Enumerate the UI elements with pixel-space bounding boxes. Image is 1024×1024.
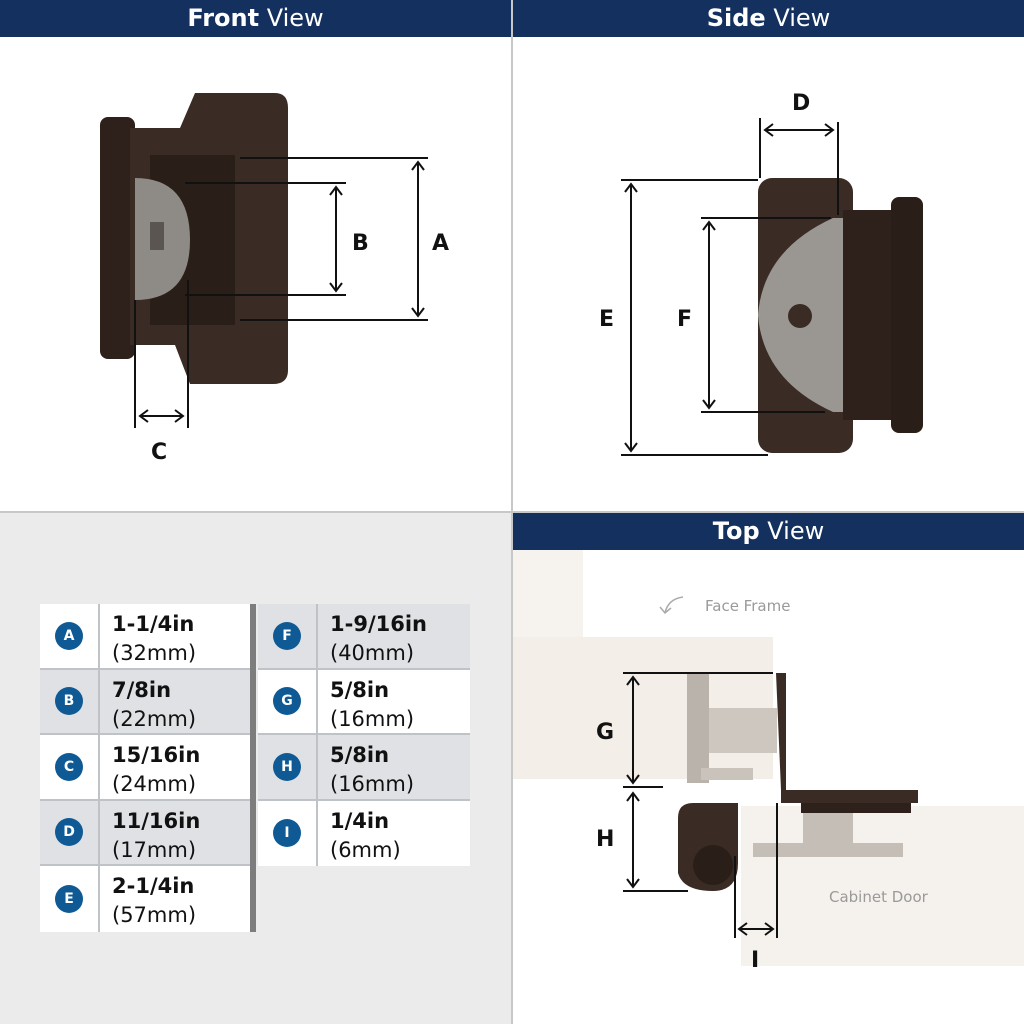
imperial-value: 5/8in [330,743,390,767]
cam-pin [788,304,812,328]
badge-i: I [273,819,301,848]
imperial-value: 7/8in [112,677,172,702]
badge-a: A [55,621,83,650]
metric-value: (22mm) [112,706,197,731]
header-light: View [773,4,831,32]
dimensions-table-left: A 1-1/4in (32mm) B 7/8in (22mm) C 15/16in (24m… [40,604,250,932]
imperial-value: 2-1/4in [112,874,195,898]
header-bold: Top [712,517,760,545]
hinge-barrel [693,845,733,885]
dimension-row-b: B 7/8in (22mm) [40,669,250,735]
metric-value: (17mm) [112,837,197,862]
hinge-knuckle [891,197,923,433]
label-g: G [596,720,614,745]
metric-value: (57mm) [112,903,197,927]
dimension-row-e: E 2-1/4in (57mm) [40,866,250,932]
door-leaf [801,803,911,813]
cabinet-door-label: Cabinet Door [829,888,929,906]
metric-value: (40mm) [330,641,415,665]
label-b: B [352,231,369,256]
label-a: A [432,231,449,256]
imperial-value: 1-1/4in [112,612,195,636]
dimension-row-h: H 5/8in (16mm) [258,735,470,801]
label-h: H [596,827,614,852]
header-light: View [266,4,324,32]
top-view-drawing: Face Frame Cabinet Door G H I [513,550,1024,973]
table-separator [250,604,256,932]
header-bold: Side [706,4,766,32]
metric-value: (6mm) [330,837,401,862]
label-c: C [151,440,167,465]
front-view-drawing: A B C [100,93,449,465]
metric-value: (24mm) [112,772,197,796]
imperial-value: 5/8in [330,677,390,702]
front-view-panel: Front View A B C [0,0,511,511]
imperial-value: 11/16in [112,808,201,833]
side-view-drawing: D E F [599,91,923,456]
dimension-row-i: I 1/4in (6mm) [258,800,470,866]
face-frame-label: Face Frame [705,597,790,615]
dimension-row-f: F 1-9/16in (40mm) [258,604,470,670]
screw-thread [709,708,777,753]
badge-g: G [273,687,301,716]
screw-head [687,673,709,783]
badge-b: B [55,687,83,716]
dimension-row-a: A 1-1/4in (32mm) [40,604,250,670]
label-e: E [599,307,614,332]
imperial-value: 1/4in [330,808,390,833]
top-view-header: Top View [513,513,1024,550]
face-frame-edge [513,550,583,637]
face-frame-arrow-icon [659,596,684,615]
dimension-row-d: D 11/16in (17mm) [40,800,250,866]
dimensions-table-right: F 1-9/16in (40mm) G 5/8in (16mm) H 5/8in (16mm… [258,604,470,866]
imperial-value: 15/16in [112,743,201,767]
horizontal-divider [0,511,1024,513]
screw-washer [701,768,753,780]
imperial-value: 1-9/16in [330,612,427,636]
label-i: I [751,948,759,973]
dimension-row-g: G 5/8in (16mm) [258,669,470,735]
metric-value: (16mm) [330,772,415,796]
door-screw-thread [803,813,853,843]
badge-c: C [55,752,83,781]
cabinet-door [741,806,1024,966]
front-view-header: Front View [0,0,511,37]
metric-value: (32mm) [112,641,197,665]
door-screw-plate [753,843,903,857]
side-view-panel: Side View D E F [513,0,1024,511]
side-view-header: Side View [513,0,1024,37]
metric-value: (16mm) [330,706,415,731]
badge-e: E [55,884,83,913]
badge-h: H [273,752,301,781]
header-light: View [767,517,825,545]
label-f: F [677,307,692,332]
dimension-row-c: C 15/16in (24mm) [40,735,250,801]
top-view-panel: Top View Face Frame Cabinet Door G H I [513,513,1024,1024]
badge-f: F [273,621,301,650]
cam-slot [150,222,164,250]
hinge-knuckle [100,117,135,359]
header-bold: Front [187,4,260,32]
badge-d: D [55,818,83,847]
hinge-profile [678,673,918,891]
label-d: D [792,91,810,116]
